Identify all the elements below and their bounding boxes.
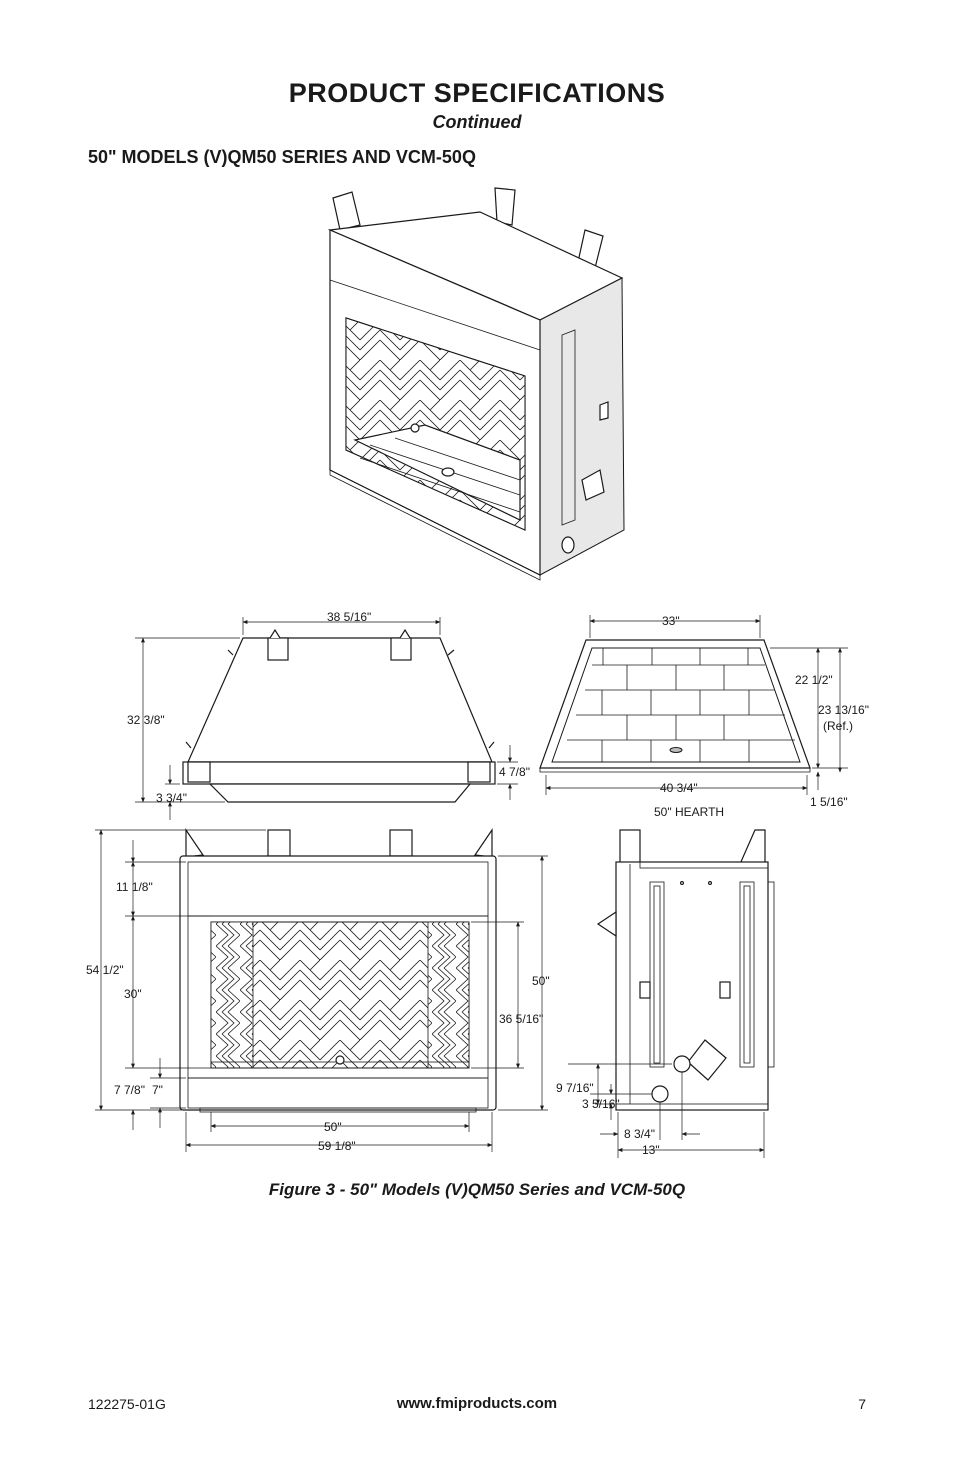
dim-top-depth: 32 3/8" [127, 713, 165, 727]
figure-caption: Figure 3 - 50" Models (V)QM50 Series and… [268, 1180, 686, 1199]
dim-hearth-side: 22 1/2" [795, 673, 833, 687]
dim-side-vent-height: 3 5/16" [582, 1097, 620, 1111]
dim-hearth-lip: 1 5/16" [810, 795, 848, 809]
dim-front-overall-height: 54 1/2" [86, 963, 124, 977]
dim-top-front-offset: 3 3/4" [156, 791, 187, 805]
page-title: PRODUCT SPECIFICATIONS [288, 78, 666, 108]
dim-hearth-front: 40 3/4" [660, 781, 698, 795]
side-view [568, 829, 775, 1158]
isometric-view [327, 187, 625, 581]
doc-number: 122275-01G [88, 1396, 166, 1412]
dim-hearth-ref: 23 13/16" [818, 703, 869, 717]
dim-front-base-left: 7 7/8" [114, 1083, 145, 1097]
dim-side-depth: 13" [642, 1143, 660, 1157]
dim-top-side-offset: 4 7/8" [499, 765, 530, 779]
dim-front-base-right: 7" [152, 1083, 163, 1097]
front-view [95, 828, 548, 1152]
website-link[interactable]: www.fmiproducts.com [396, 1395, 558, 1412]
top-view [135, 617, 518, 820]
dim-front-opening-height: 30" [124, 987, 142, 1001]
dim-front-firebox-height: 36 5/16" [499, 1012, 543, 1026]
dim-top-width: 38 5/16" [327, 610, 371, 624]
dim-hearth-back: 33" [662, 614, 680, 628]
hearth-label: 50" HEARTH [654, 805, 724, 819]
dim-side-gas-height: 9 7/16" [556, 1081, 594, 1095]
dim-front-box-height: 50" [532, 974, 550, 988]
hearth-view [539, 615, 848, 795]
page-number: 7 [858, 1396, 866, 1412]
dim-front-opening-width: 50" [324, 1120, 342, 1134]
dim-hearth-ref-label: (Ref.) [823, 719, 853, 733]
dim-front-top-band: 11 1/8" [116, 880, 153, 894]
page-subtitle: Continued [432, 112, 522, 132]
dim-front-overall-width: 59 1/8" [318, 1139, 356, 1153]
dim-side-gas-offset: 8 3/4" [624, 1127, 655, 1141]
section-heading: 50" MODELS (V)QM50 SERIES AND VCM-50Q [88, 147, 476, 167]
